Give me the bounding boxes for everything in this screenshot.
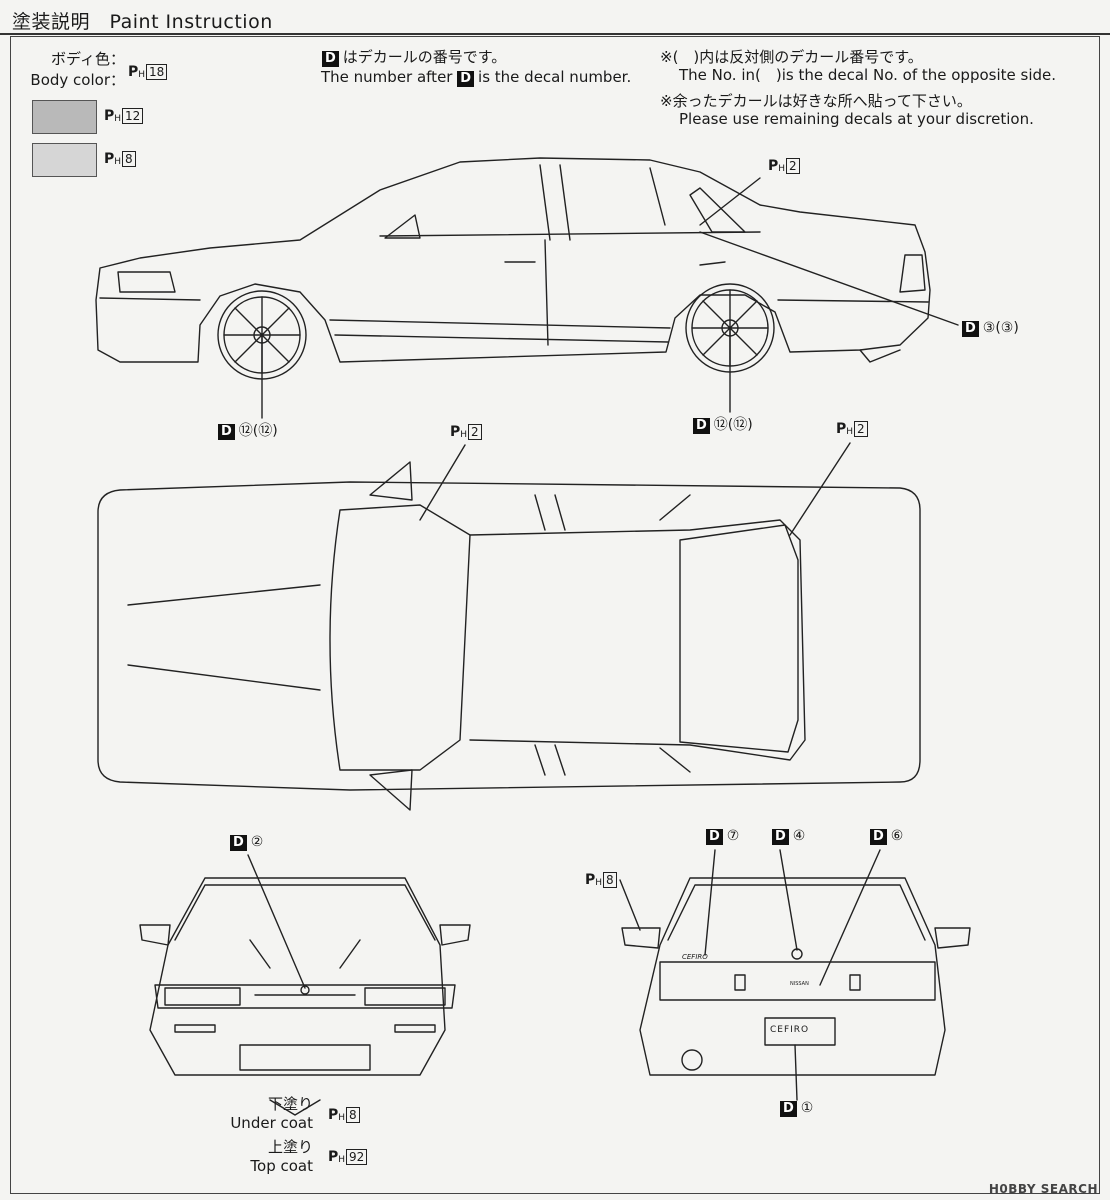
swatch-fill-8	[32, 143, 97, 177]
rear-script-badge: CEFIRO	[682, 953, 708, 961]
watermark: H0BBY SEARCH	[988, 1182, 1098, 1196]
page-title: 塗装説明 Paint Instruction	[12, 11, 273, 33]
under-coat-en: Under coat	[230, 1114, 313, 1132]
instruction-frame	[10, 36, 1100, 1194]
under-coat-jp: 下塗り	[267, 1095, 313, 1113]
top-coat-jp: 上塗り	[267, 1138, 313, 1156]
header-divider	[0, 33, 1110, 35]
note-remaining-en: Please use remaining decals at your disc…	[679, 110, 1034, 128]
body-color-label-en: Body color：	[30, 71, 125, 89]
header-bar: 塗装説明 Paint Instruction	[0, 0, 1110, 36]
body-color-label-jp: ボディ色：	[51, 50, 125, 68]
swatch-fill-12	[32, 100, 97, 134]
rear-nissan-badge: NISSAN	[790, 981, 809, 987]
note-remaining-jp: ※余ったデカールは好きな所へ貼って下さい。	[660, 92, 972, 110]
side-view-car	[95, 157, 931, 363]
front-view-car	[139, 877, 471, 1076]
top-coat-en: Top coat	[250, 1157, 313, 1175]
top-view-car	[97, 461, 921, 811]
note-opposite-en: The No. in( )is the decal No. of the opp…	[679, 66, 1057, 84]
note-opposite-jp: ※( )内は反対側のデカール番号です。	[660, 48, 923, 66]
rear-plate-badge: CEFIRO	[770, 1025, 810, 1035]
rear-view-car	[621, 877, 971, 1076]
